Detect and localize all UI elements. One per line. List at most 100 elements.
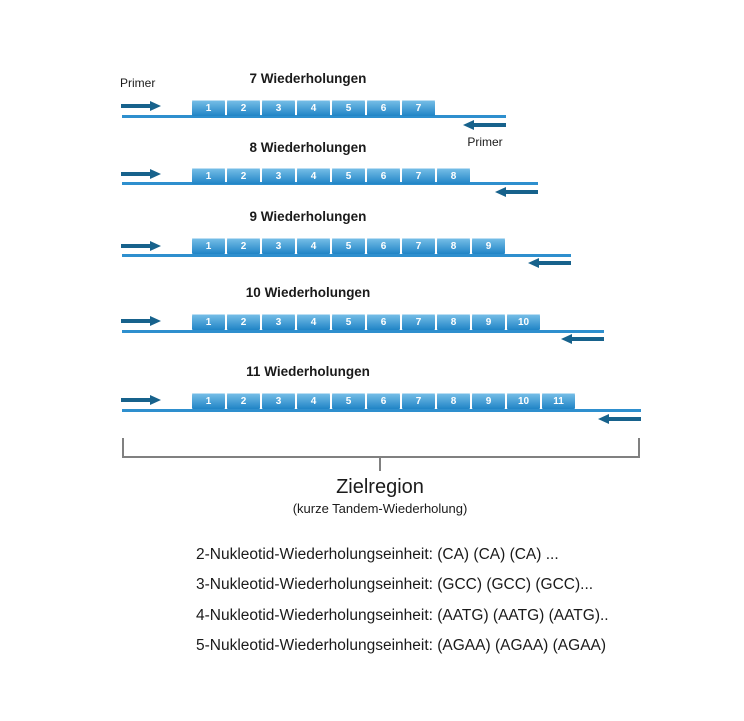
repeat-box: 5 <box>332 314 365 330</box>
repeat-box: 5 <box>332 393 365 409</box>
forward-primer-arrow-icon <box>121 395 161 405</box>
arrow-head <box>150 101 161 111</box>
repeat-box: 2 <box>227 314 260 330</box>
repeat-box: 9 <box>472 393 505 409</box>
reverse-primer-label: Primer <box>467 135 503 149</box>
dna-strand-line <box>122 182 538 185</box>
repeat-box: 8 <box>437 168 470 184</box>
repeat-box: 3 <box>262 168 295 184</box>
repeat-unit-line: 2-Nukleotid-Wiederholungseinheit: (CA) (… <box>196 546 559 563</box>
forward-primer-label: Primer <box>120 76 156 90</box>
repeat-box: 10 <box>507 393 540 409</box>
dna-strand-line <box>122 254 571 257</box>
arrow-head <box>150 316 161 326</box>
repeat-box: 9 <box>472 314 505 330</box>
dna-strand-line <box>122 409 641 412</box>
arrow-shaft <box>472 123 506 127</box>
repeat-box: 5 <box>332 100 365 116</box>
forward-primer-arrow-icon <box>121 241 161 251</box>
repeat-box: 7 <box>402 100 435 116</box>
bracket-center-tick <box>379 458 381 471</box>
arrow-head <box>150 241 161 251</box>
reverse-primer-arrow-icon <box>561 334 604 344</box>
arrow-shaft <box>121 244 152 248</box>
bracket-right-tick <box>638 438 640 458</box>
bracket-line <box>122 456 640 458</box>
repeat-box: 1 <box>192 168 225 184</box>
repeat-box: 4 <box>297 168 330 184</box>
arrow-shaft <box>504 190 538 194</box>
repeat-box: 3 <box>262 314 295 330</box>
repeat-box: 4 <box>297 238 330 254</box>
repeat-box: 10 <box>507 314 540 330</box>
repeat-box: 11 <box>542 393 575 409</box>
arrow-shaft <box>537 261 571 265</box>
repeat-box: 4 <box>297 100 330 116</box>
row-title: 7 Wiederholungen <box>249 71 367 86</box>
repeat-unit-line: 4-Nukleotid-Wiederholungseinheit: (AATG)… <box>196 607 609 624</box>
row-title: 11 Wiederholungen <box>246 364 370 379</box>
forward-primer-arrow-icon <box>121 169 161 179</box>
forward-primer-arrow-icon <box>121 316 161 326</box>
repeat-box: 4 <box>297 393 330 409</box>
arrow-head <box>150 169 161 179</box>
arrow-head <box>561 334 572 344</box>
reverse-primer-arrow-icon <box>463 120 506 130</box>
repeat-box: 2 <box>227 100 260 116</box>
repeat-box: 6 <box>367 393 400 409</box>
reverse-primer-arrow-icon <box>495 187 538 197</box>
repeat-box: 5 <box>332 238 365 254</box>
repeat-box: 2 <box>227 168 260 184</box>
repeat-box: 5 <box>332 168 365 184</box>
repeat-box: 8 <box>437 314 470 330</box>
repeat-box: 7 <box>402 393 435 409</box>
target-region-subtitle: (kurze Tandem-Wiederholung) <box>292 501 468 516</box>
repeat-box: 7 <box>402 168 435 184</box>
repeat-box: 7 <box>402 314 435 330</box>
arrow-shaft <box>121 172 152 176</box>
target-region-title: Zielregion <box>336 476 424 498</box>
repeat-box: 6 <box>367 100 400 116</box>
row-title: 10 Wiederholungen <box>245 285 371 300</box>
arrow-head <box>598 414 609 424</box>
arrow-head <box>528 258 539 268</box>
arrow-head <box>150 395 161 405</box>
arrow-head <box>495 187 506 197</box>
repeat-box: 1 <box>192 393 225 409</box>
arrow-head <box>463 120 474 130</box>
repeat-box: 9 <box>472 238 505 254</box>
repeat-unit-line: 3-Nukleotid-Wiederholungseinheit: (GCC) … <box>196 576 594 593</box>
row-title: 8 Wiederholungen <box>249 140 367 155</box>
arrow-shaft <box>121 319 152 323</box>
repeat-box: 7 <box>402 238 435 254</box>
repeat-box: 8 <box>437 393 470 409</box>
dna-strand-line <box>122 330 604 333</box>
repeat-box: 2 <box>227 393 260 409</box>
arrow-shaft <box>607 417 641 421</box>
arrow-shaft <box>570 337 604 341</box>
forward-primer-arrow-icon <box>121 101 161 111</box>
repeat-box: 6 <box>367 168 400 184</box>
repeat-box: 1 <box>192 100 225 116</box>
arrow-shaft <box>121 398 152 402</box>
repeat-box: 6 <box>367 238 400 254</box>
repeat-box: 6 <box>367 314 400 330</box>
repeat-box: 1 <box>192 238 225 254</box>
reverse-primer-arrow-icon <box>598 414 641 424</box>
repeat-box: 3 <box>262 393 295 409</box>
repeat-box: 3 <box>262 100 295 116</box>
repeat-box: 1 <box>192 314 225 330</box>
repeat-unit-line: 5-Nukleotid-Wiederholungseinheit: (AGAA)… <box>196 637 607 654</box>
bracket-left-tick <box>122 438 124 458</box>
dna-strand-line <box>122 115 506 118</box>
reverse-primer-arrow-icon <box>528 258 571 268</box>
repeat-box: 8 <box>437 238 470 254</box>
repeat-box: 4 <box>297 314 330 330</box>
repeat-box: 2 <box>227 238 260 254</box>
